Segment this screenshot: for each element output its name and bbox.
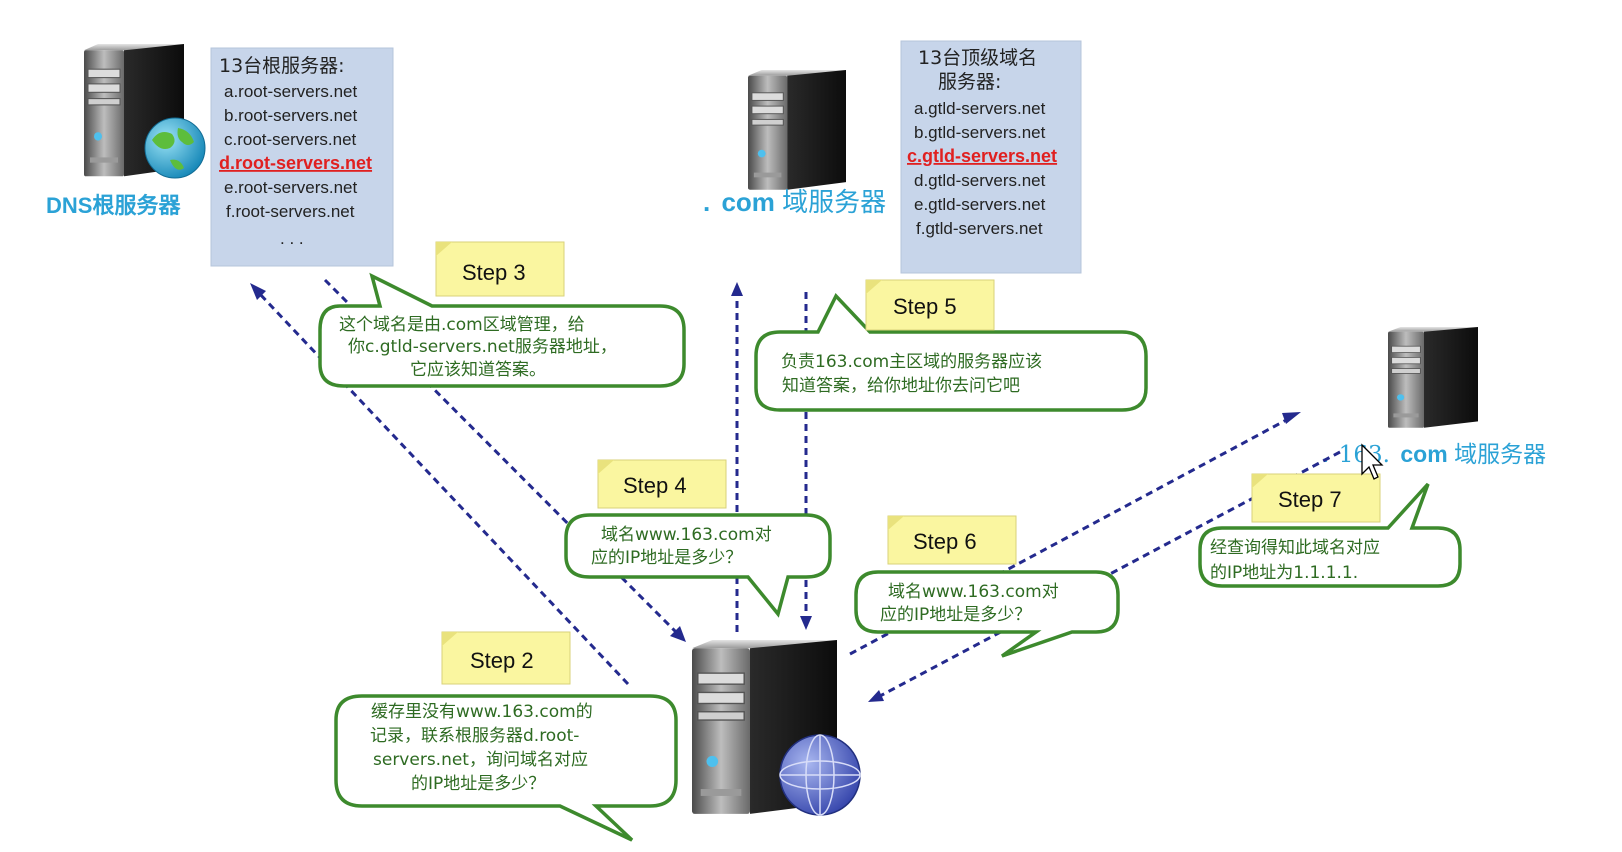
tld-server-list-heading-line2: 服务器: [938,71,1001,93]
tld-server-item: b.gtld-servers.net [914,123,1046,142]
arrow-head [800,616,812,630]
tld-server-item: f.gtld-servers.net [916,219,1043,238]
arrow-head [250,283,266,300]
com-server-label: . com 域服务器 [703,187,886,218]
root-server-list-heading: 13台根服务器: [219,55,345,77]
root-server-item: a.root-servers.net [224,82,357,101]
step7-note: Step 7 [1251,473,1381,523]
step4-note: Step 4 [597,459,727,509]
arrow-head [670,626,686,642]
step6-text-line: 域名www.163.com对 [888,582,1059,602]
tld-server-item: d.gtld-servers.net [914,171,1046,190]
step7-text-line: 经查询得知此域名对应 [1210,538,1380,558]
step4-text-line: 应的IP地址是多少？ [591,548,742,568]
earth-globe-icon [144,117,206,179]
tld-server-item-highlighted: c.gtld-servers.net [907,146,1057,166]
step2-label: Step 2 [470,648,534,673]
network-globe-icon [779,734,861,816]
tld-server-item: e.gtld-servers.net [914,195,1046,214]
163-server-icon [1387,326,1479,429]
step3-note: Step 3 [435,241,565,297]
step5-bubble: 负责163.com主区域的服务器应该 知道答案，给你地址你去问它吧 [754,292,1148,412]
tld-server-list-heading-line1: 13台顶级域名 [918,47,1037,69]
step2-text-line: 的IP地址是多少？ [411,774,545,794]
step6-bubble: 域名www.163.com对 应的IP地址是多少？ [854,570,1120,658]
arrow-head [1282,412,1301,424]
root-server-item: e.root-servers.net [224,178,357,197]
step4-text-line: 域名www.163.com对 [601,525,772,545]
step6-note: Step 6 [887,515,1017,565]
root-server-list-ellipsis: . . . [280,229,304,248]
step2-bubble: 缓存里没有www.163.com的 记录，联系根服务器d.root- serve… [334,694,678,842]
step3-text-line: 这个域名是由.com区域管理，给 [339,315,585,335]
tld-server-list: 13台顶级域名 服务器: a.gtld-servers.net b.gtld-s… [900,40,1082,274]
163-server-label: . 163. com 域服务器 [1322,441,1546,468]
step7-text-line: 的IP地址为1.1.1.1. [1210,563,1358,583]
step3-text-line: 你c.gtld-servers.net服务器地址， [348,337,617,357]
arrow-head [868,690,884,702]
step5-text-line: 知道答案，给你地址你去问它吧 [782,376,1020,396]
dns-root-server-label: DNS根服务器 [46,193,181,218]
step3-label: Step 3 [462,260,526,285]
root-server-item: f.root-servers.net [226,202,355,221]
step2-text-line: 记录，联系根服务器d.root- [370,726,579,746]
step5-label: Step 5 [893,294,957,319]
root-server-list: 13台根服务器: a.root-servers.net b.root-serve… [210,47,394,267]
step5-note: Step 5 [865,279,995,331]
step3-text-line: 它应该知道答案。 [410,360,546,380]
step7-label: Step 7 [1278,487,1342,512]
root-server-item-highlighted: d.root-servers.net [219,153,372,173]
tld-server-item: a.gtld-servers.net [914,99,1046,118]
step2-text-line: servers.net，询问域名对应 [373,750,588,770]
step4-label: Step 4 [623,473,687,498]
root-server-item: c.root-servers.net [224,130,357,149]
step3-bubble: 这个域名是由.com区域管理，给 你c.gtld-servers.net服务器地… [318,272,686,388]
step6-text-line: 应的IP地址是多少？ [880,605,1031,625]
root-server-item: b.root-servers.net [224,106,357,125]
mouse-cursor-icon [1361,443,1384,480]
step5-text-line: 负责163.com主区域的服务器应该 [781,352,1042,372]
step2-note: Step 2 [441,631,571,685]
step7-bubble: 经查询得知此域名对应 的IP地址为1.1.1.1. [1198,482,1462,588]
com-server-icon [747,69,847,191]
step2-text-line: 缓存里没有www.163.com的 [371,702,593,722]
step4-bubble: 域名www.163.com对 应的IP地址是多少？ [564,513,832,618]
arrow-head [731,282,743,296]
step6-label: Step 6 [913,529,977,554]
